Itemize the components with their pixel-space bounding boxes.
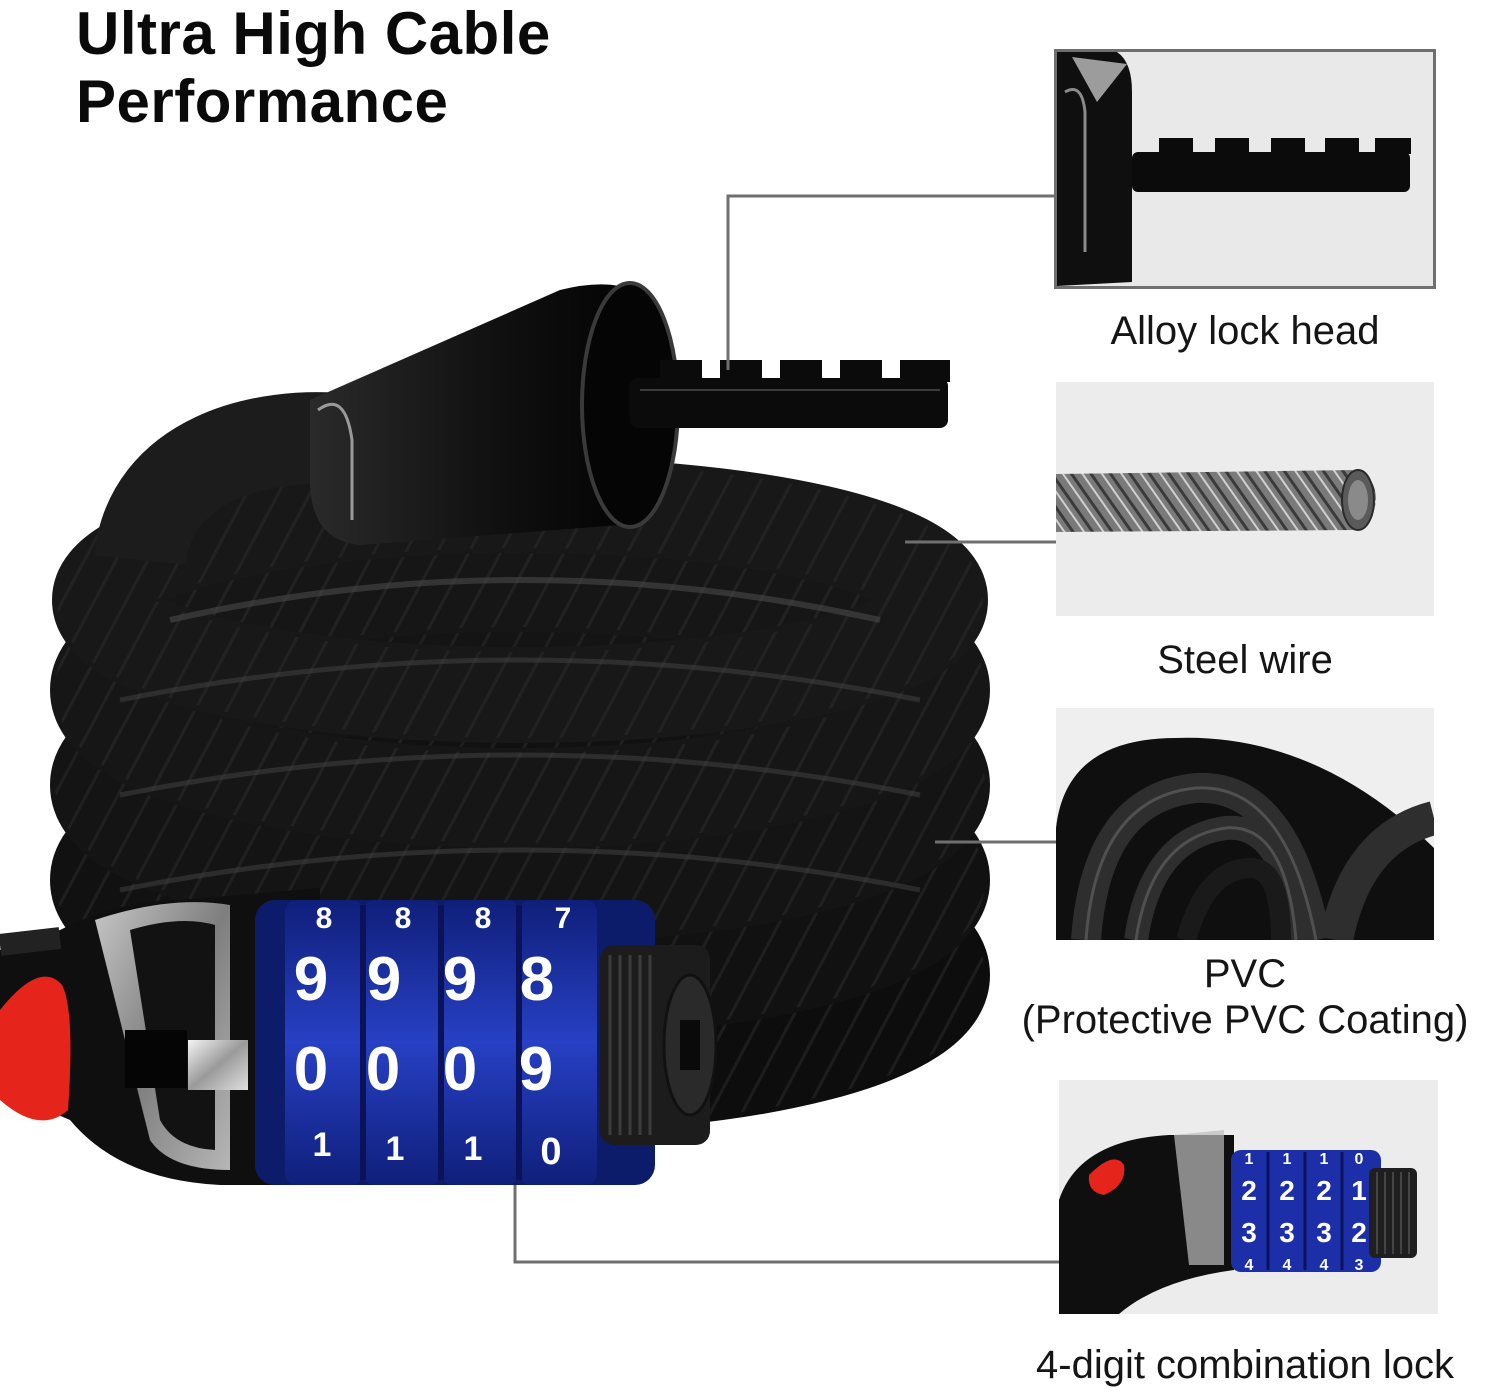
detail-dial4-d: 3 xyxy=(1355,1257,1364,1274)
combination-lock-main xyxy=(0,888,718,1185)
lock-head-detail-image xyxy=(1054,49,1436,289)
detail-dial1-c: 3 xyxy=(1241,1217,1257,1248)
dial-4 xyxy=(519,900,597,1185)
dial2-digit-b: 9 xyxy=(367,945,401,1014)
dial-3 xyxy=(441,900,519,1185)
dial4-digit-c: 9 xyxy=(519,1035,553,1104)
detail-dial2-a: 1 xyxy=(1283,1151,1292,1168)
lock-head-main xyxy=(310,281,950,545)
dial1-digit-d: 1 xyxy=(313,1126,332,1164)
detail-dial3-b: 2 xyxy=(1316,1175,1332,1206)
dial2-digit-a: 8 xyxy=(395,902,412,935)
dial4-digit-a: 7 xyxy=(555,902,572,935)
detail-dial2-b: 2 xyxy=(1279,1175,1295,1206)
dial-1 xyxy=(285,900,363,1185)
detail-dial-digits: 1 2 3 4 1 2 3 4 1 2 3 4 0 1 2 3 xyxy=(1241,1151,1367,1274)
detail-dial1-a: 1 xyxy=(1245,1151,1254,1168)
callout-lines xyxy=(513,194,1059,1264)
dial4-digit-d: 0 xyxy=(540,1131,561,1173)
dial2-digit-c: 0 xyxy=(366,1035,400,1104)
pvc-detail-image xyxy=(1056,708,1434,940)
dial1-digit-b: 9 xyxy=(294,945,328,1014)
title-line-1: Ultra High Cable xyxy=(76,0,551,67)
dial-2 xyxy=(363,900,441,1185)
dial4-digit-b: 8 xyxy=(520,945,554,1014)
dial1-digit-a: 8 xyxy=(316,902,333,935)
callout-line-combination xyxy=(513,1185,1059,1264)
callout-line-lock-head xyxy=(726,194,1054,370)
combination-lock-detail-image: 1 2 3 4 1 2 3 4 1 2 3 4 0 1 2 3 xyxy=(1059,1080,1438,1314)
detail-dial1-b: 2 xyxy=(1241,1175,1257,1206)
title-line-2: Performance xyxy=(76,68,449,135)
lock-head-caption: Alloy lock head xyxy=(1110,309,1380,353)
detail-dial4-b: 1 xyxy=(1351,1175,1367,1206)
detail-dial3-c: 3 xyxy=(1316,1217,1332,1248)
detail-dial4-c: 2 xyxy=(1351,1217,1367,1248)
page-title: Ultra High Cable Performance xyxy=(76,0,551,136)
dial1-digit-c: 0 xyxy=(294,1035,328,1104)
detail-dial2-c: 3 xyxy=(1279,1217,1295,1248)
pvc-caption-subtitle: (Protective PVC Coating) xyxy=(1021,998,1469,1042)
steel-wire-detail-image xyxy=(1056,382,1434,616)
detail-dial3-a: 1 xyxy=(1320,1151,1329,1168)
main-dial-digits: 8 9 0 1 8 9 0 1 8 9 0 1 7 8 9 0 xyxy=(294,902,572,1173)
dial2-digit-d: 1 xyxy=(386,1130,405,1168)
dial3-digit-b: 9 xyxy=(443,945,477,1014)
detail-dial3-d: 4 xyxy=(1320,1257,1329,1274)
detail-dial4-a: 0 xyxy=(1355,1151,1364,1168)
dial3-digit-d: 1 xyxy=(464,1130,483,1168)
dial3-digit-c: 0 xyxy=(443,1035,477,1104)
combination-lock-caption: 4-digit combination lock xyxy=(1036,1343,1454,1387)
steel-wire-caption: Steel wire xyxy=(1157,638,1333,682)
dial3-digit-a: 8 xyxy=(475,902,492,935)
detail-dial1-d: 4 xyxy=(1245,1257,1254,1274)
pvc-caption-title: PVC xyxy=(1203,952,1287,996)
pvc-caption: PVC (Protective PVC Coating) xyxy=(990,951,1500,1043)
detail-dial2-d: 4 xyxy=(1283,1257,1292,1274)
